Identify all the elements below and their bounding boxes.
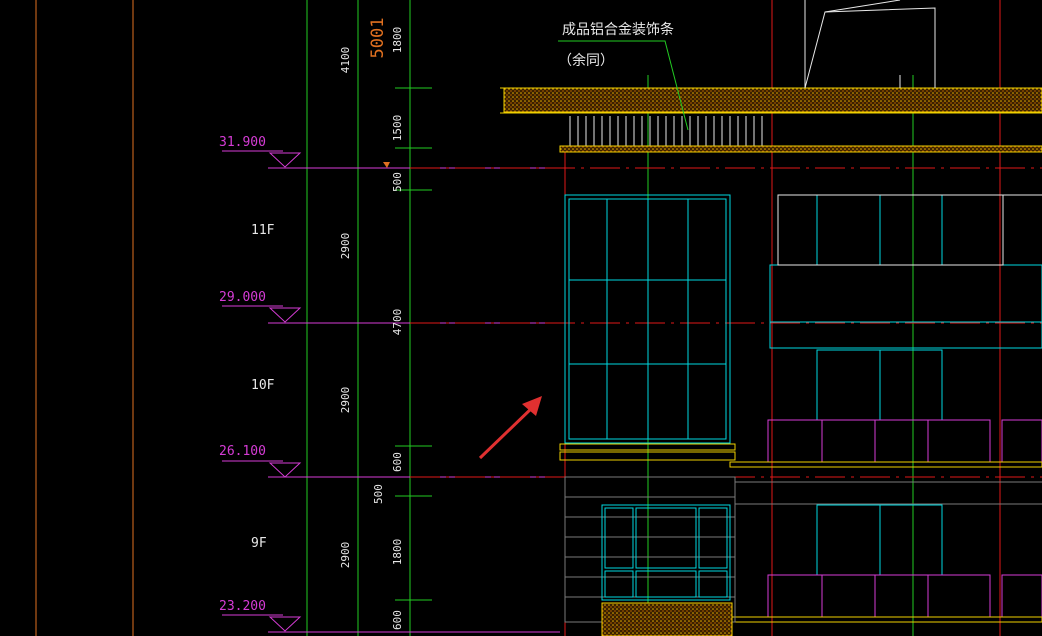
level-label: 26.100 bbox=[219, 444, 266, 459]
brick-wall bbox=[564, 476, 1042, 623]
highlight-dim: 5001 bbox=[368, 18, 388, 59]
level-label: 23.200 bbox=[219, 599, 266, 614]
dim-text: 600 bbox=[391, 452, 404, 472]
dim-text: 2900 bbox=[339, 542, 352, 569]
dim-text: 4100 bbox=[339, 47, 352, 74]
lower-slab bbox=[601, 602, 733, 636]
annotation-label: 成品铝合金装饰条 bbox=[562, 21, 674, 38]
rooftop-structure bbox=[804, 0, 936, 89]
dim-text: 1800 bbox=[391, 539, 404, 566]
dim-text: 500 bbox=[372, 484, 385, 504]
floor-label: 10F bbox=[251, 378, 275, 393]
floor-label: 9F bbox=[251, 536, 267, 551]
facade-outlines bbox=[777, 194, 1042, 266]
roof-parapet bbox=[500, 87, 1042, 114]
dim-text: 1800 bbox=[391, 27, 404, 54]
dim-text: 600 bbox=[391, 610, 404, 630]
level-label: 31.900 bbox=[219, 135, 266, 150]
large-window bbox=[564, 194, 731, 444]
left-border-lines bbox=[35, 0, 134, 636]
dim-text: 2900 bbox=[339, 387, 352, 414]
annotation-leader bbox=[558, 40, 689, 131]
dim-marker bbox=[383, 162, 390, 168]
dim-text: 4700 bbox=[391, 309, 404, 336]
balcony-panels bbox=[767, 419, 1042, 618]
lower-window bbox=[601, 504, 731, 601]
dim-text: 500 bbox=[391, 172, 404, 192]
dim-text: 1500 bbox=[391, 115, 404, 142]
level-label: 29.000 bbox=[219, 290, 266, 305]
cornice-band bbox=[559, 145, 1042, 153]
annotation-note: （余同） bbox=[558, 52, 614, 69]
aluminum-strips bbox=[569, 116, 763, 146]
right-windows bbox=[769, 194, 1042, 576]
floor-label: 11F bbox=[251, 223, 275, 238]
pointer-arrow bbox=[478, 396, 542, 460]
dim-text: 2900 bbox=[339, 233, 352, 260]
slab-bands bbox=[559, 443, 1042, 623]
